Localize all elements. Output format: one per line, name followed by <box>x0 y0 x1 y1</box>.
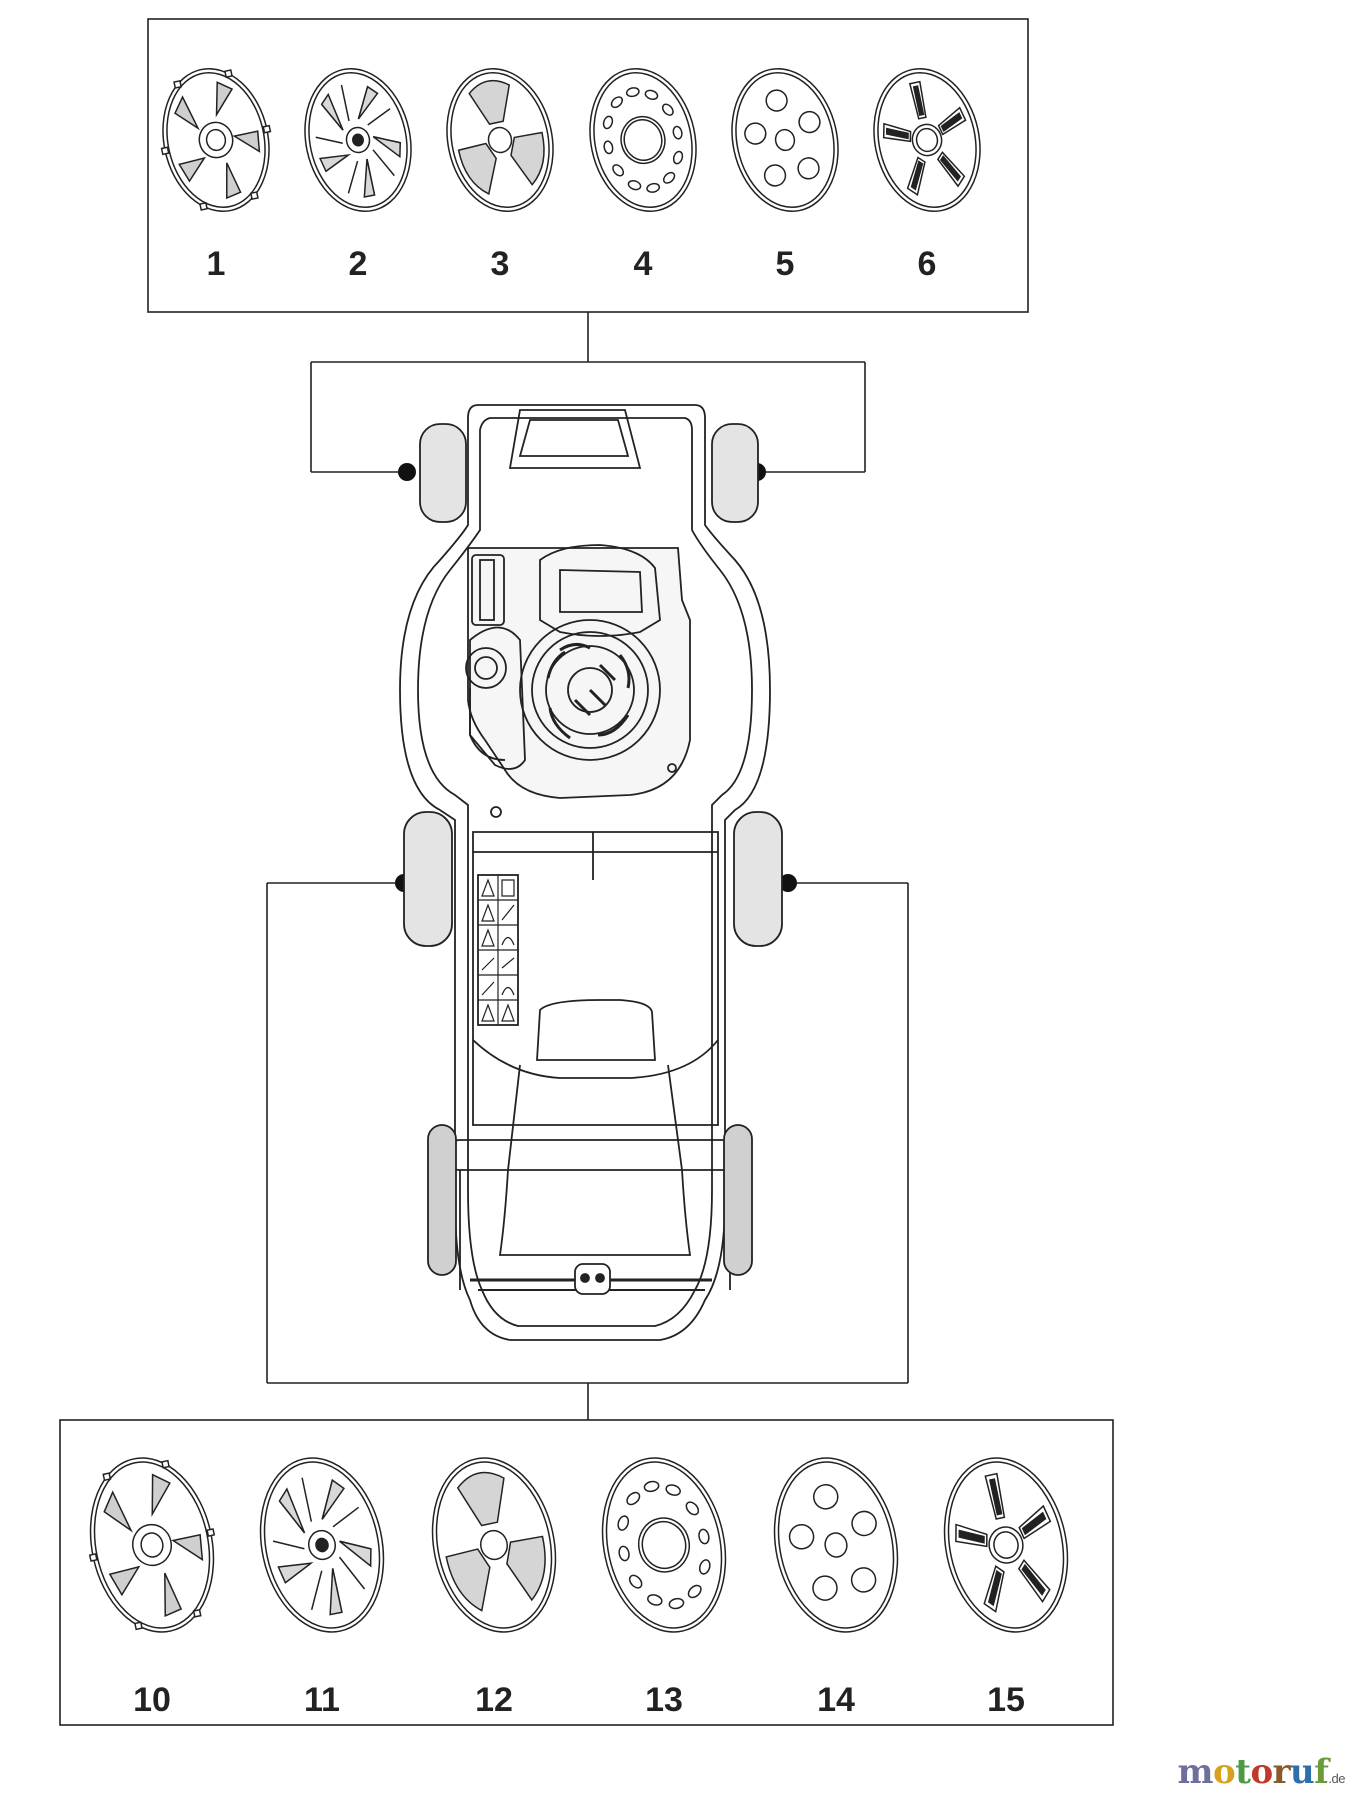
front-wheel-connector <box>310 312 866 473</box>
bottom-hubcap-row <box>88 1457 1069 1633</box>
rear-right-marker <box>779 874 797 892</box>
part-number-label: 11 <box>304 1681 340 1719</box>
front-left-wheel <box>419 423 467 523</box>
mower-deck <box>399 404 771 1341</box>
front-right-wheel <box>711 423 759 523</box>
part-number-label: 12 <box>475 1681 513 1719</box>
rear-wheel-connector <box>266 882 909 1420</box>
part-number-label: 13 <box>645 1681 683 1719</box>
spoke-hubcap-icon <box>160 67 272 213</box>
top-hubcap-panel <box>147 18 1029 313</box>
sport-hubcap-icon <box>873 67 981 213</box>
part-number-label: 3 <box>491 245 510 283</box>
vane-hubcap-icon <box>304 67 412 213</box>
spoke-hubcap-icon <box>88 1457 216 1633</box>
watermark-letter: r <box>1272 1752 1291 1792</box>
holes-ring-hubcap-icon <box>601 1457 727 1633</box>
holes-ring-hubcap-icon <box>589 67 697 213</box>
dimple-hubcap-icon <box>773 1457 899 1633</box>
bottom-label-row: 10 11 12 13 14 15 <box>133 1681 1025 1719</box>
watermark-letter: t <box>1235 1752 1251 1792</box>
watermark-letter: o <box>1213 1752 1236 1792</box>
watermark-letter: o <box>1250 1752 1273 1792</box>
watermark-logo: motoruf <box>1178 1752 1329 1792</box>
part-number-label: 4 <box>634 245 653 283</box>
tri-hubcap-icon <box>446 67 554 213</box>
part-number-label: 1 <box>207 245 226 283</box>
rear-left-wheel <box>403 811 453 947</box>
part-number-label: 14 <box>817 1681 855 1719</box>
dimple-hubcap-icon <box>731 67 839 213</box>
front-left-marker <box>398 463 416 481</box>
watermark-letter: u <box>1290 1752 1315 1792</box>
handle-bar <box>449 1139 741 1171</box>
bottom-hubcap-panel <box>59 1419 1114 1726</box>
watermark-suffix: .de <box>1328 1771 1345 1786</box>
lawnmower-top-view <box>399 404 783 1341</box>
top-label-row: 1 2 3 4 5 6 <box>207 245 937 283</box>
tri-hubcap-icon <box>431 1457 557 1633</box>
motoruf-watermark: motoruf.de <box>1178 1752 1346 1792</box>
sport-hubcap-icon <box>943 1457 1069 1633</box>
part-number-label: 10 <box>133 1681 171 1719</box>
watermark-letter: f <box>1314 1752 1329 1792</box>
part-number-label: 2 <box>349 245 368 283</box>
part-number-label: 15 <box>987 1681 1025 1719</box>
part-number-label: 5 <box>776 245 795 283</box>
watermark-letter: m <box>1177 1752 1214 1792</box>
top-hubcap-row <box>160 67 981 213</box>
part-number-label: 6 <box>918 245 937 283</box>
rear-right-wheel <box>733 811 783 947</box>
vane-hubcap-icon <box>259 1457 385 1633</box>
